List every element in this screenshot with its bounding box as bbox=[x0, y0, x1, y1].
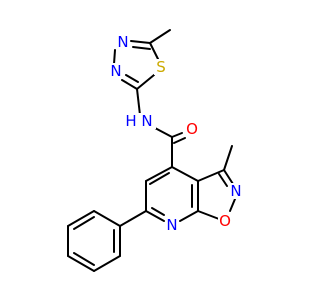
atom-labels: N N S H N O N bbox=[109, 33, 243, 234]
bond-c3-n-isoxazole-double bbox=[218, 173, 228, 187]
bond-c4-c3a bbox=[171, 166, 199, 182]
atom-s-thiadiazole-label: S bbox=[156, 58, 166, 76]
bond-c4-c5 bbox=[145, 166, 173, 182]
atom-h-amide-label: H bbox=[125, 112, 136, 130]
bond-n-left-c2 bbox=[121, 79, 138, 90]
bond-phenyl-1-2 bbox=[93, 210, 121, 227]
bond-c2-s bbox=[136, 74, 155, 90]
bond-n-pyridine-c7a bbox=[179, 210, 199, 222]
bond-c4-c5-inner bbox=[149, 172, 170, 185]
atom-o-carbonyl: O bbox=[185, 120, 199, 138]
bond-phenyl-2-3-inner bbox=[73, 216, 95, 230]
atom-n-isoxazole: N bbox=[229, 182, 243, 200]
atom-n-thiadiazole-top: N bbox=[116, 33, 130, 51]
bond-c6-phenyl bbox=[119, 210, 147, 227]
atom-o-isoxazole-label: O bbox=[219, 212, 231, 230]
bond-phenyl-2-3 bbox=[67, 210, 95, 227]
bond-carbonyl-o bbox=[171, 132, 183, 138]
bond-c5-n-top bbox=[130, 40, 151, 44]
bond-phenyl-4-5 bbox=[67, 255, 95, 272]
bond-phenyl-5-6 bbox=[93, 255, 121, 272]
atom-s-thiadiazole: S bbox=[154, 58, 168, 76]
molecule-structure: N N S H N O N bbox=[67, 29, 243, 272]
bond-n-left-c2-double bbox=[125, 74, 139, 83]
atom-n-isoxazole-label: N bbox=[230, 182, 241, 200]
bond-n-o-isoxazole bbox=[229, 198, 236, 212]
bond-phenyl-4-5-inner bbox=[73, 252, 95, 266]
structure-figure: N N S H N O N bbox=[67, 29, 243, 272]
atom-n-amide-label: N bbox=[141, 112, 152, 130]
atom-o-carbonyl-label: O bbox=[186, 120, 198, 138]
bond-c5-n-top-double bbox=[132, 46, 151, 50]
atom-n-thiadiazole-left-label: N bbox=[110, 62, 121, 80]
bond-c2-n-amide bbox=[136, 88, 141, 116]
atom-n-pyridine-label: N bbox=[166, 216, 177, 234]
bond-n-n bbox=[113, 49, 116, 65]
atom-n-thiadiazole-left: N bbox=[109, 62, 123, 80]
bond-s-c5 bbox=[149, 42, 160, 62]
bond-o-c7a bbox=[197, 210, 220, 220]
atom-o-isoxazole: O bbox=[218, 212, 232, 230]
bond-c6-n-pyridine bbox=[145, 210, 165, 222]
bond-c3-n-isoxazole bbox=[223, 169, 234, 185]
bond-methyl-thiadiazole bbox=[149, 29, 171, 44]
atom-nh-amide: H N bbox=[122, 112, 156, 130]
bond-c6-n-pyridine-inner bbox=[151, 207, 165, 216]
bonds bbox=[67, 29, 236, 272]
atom-n-pyridine: N bbox=[165, 216, 179, 234]
bond-carbonyl-o-double bbox=[173, 137, 186, 144]
bond-methyl-isoxazole bbox=[223, 145, 233, 171]
atom-n-thiadiazole-top-label: N bbox=[117, 33, 128, 51]
bond-n-amide-carbonyl bbox=[154, 127, 173, 138]
bond-c3a-c3 bbox=[197, 169, 225, 182]
